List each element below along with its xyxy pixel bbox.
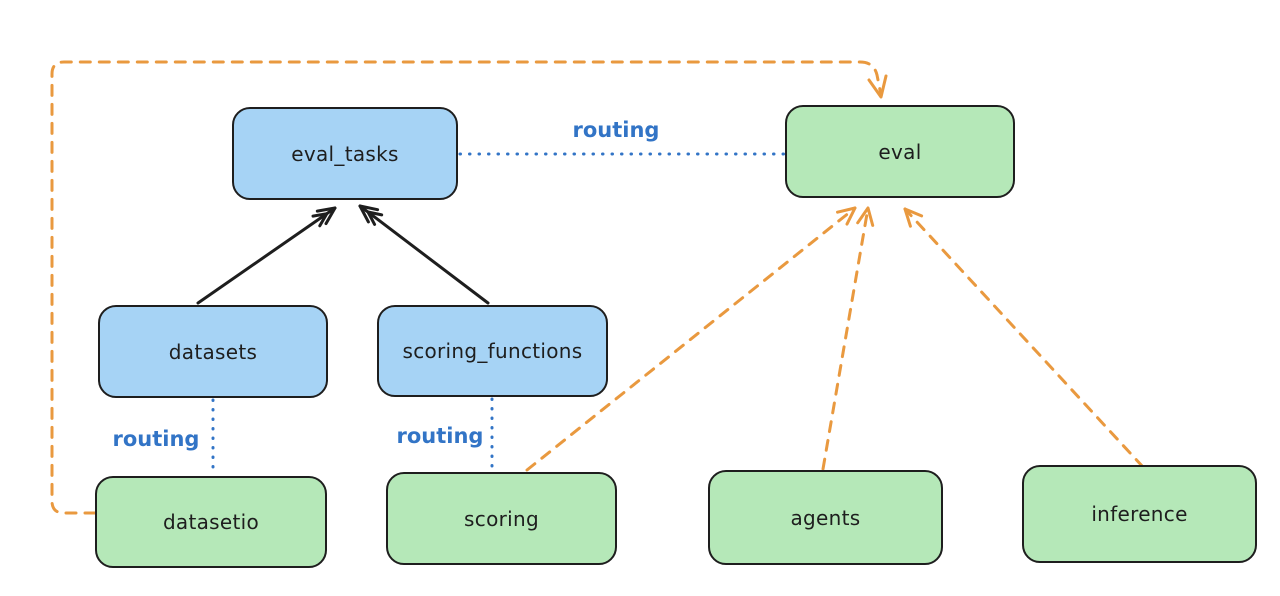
node-datasetio: datasetio: [95, 476, 327, 568]
edge-agents-to-eval: [821, 206, 870, 471]
arrowhead-datasets-to-eval-tasks: [315, 206, 337, 226]
edge-datasetio-to-eval: [50, 60, 883, 515]
node-eval-tasks: eval_tasks: [232, 107, 458, 200]
edge-datasets-to-eval-tasks: [196, 206, 337, 305]
arrowhead-agents-to-eval: [856, 206, 875, 227]
arrowhead-scoring-to-eval: [836, 206, 857, 226]
node-scoring-functions-label: scoring_functions: [402, 339, 583, 363]
node-inference-label: inference: [1091, 502, 1188, 526]
arrowhead-scoring-functions-to-eval-tasks-inner: [366, 210, 384, 226]
node-datasets-label: datasets: [168, 339, 258, 364]
routing-label-scoring: routing: [397, 424, 484, 448]
node-scoring-label: scoring: [464, 506, 539, 531]
node-agents: agents: [708, 470, 943, 565]
arrowhead-datasets-to-eval-tasks-inner: [311, 212, 329, 228]
node-scoring: scoring: [386, 472, 617, 565]
routing-label-top: routing: [573, 118, 660, 142]
edge-scoring-functions-to-eval-tasks: [358, 204, 490, 305]
routing-label-datasets: routing: [113, 427, 200, 451]
node-scoring-functions: scoring_functions: [377, 305, 608, 397]
arrowhead-inference-to-eval: [903, 207, 924, 228]
node-agents-label: agents: [790, 505, 861, 530]
node-datasets: datasets: [98, 305, 328, 398]
arrowhead-datasetio-to-eval: [867, 74, 888, 99]
node-datasetio-label: datasetio: [162, 510, 260, 534]
edge-scoring-to-eval: [525, 206, 857, 472]
edge-inference-to-eval: [903, 207, 1145, 469]
node-eval-label: eval: [878, 139, 922, 164]
arrowhead-scoring-functions-to-eval-tasks: [358, 204, 380, 224]
node-eval-tasks-label: eval_tasks: [291, 141, 399, 166]
node-inference: inference: [1022, 465, 1257, 563]
node-eval: eval: [785, 105, 1015, 198]
